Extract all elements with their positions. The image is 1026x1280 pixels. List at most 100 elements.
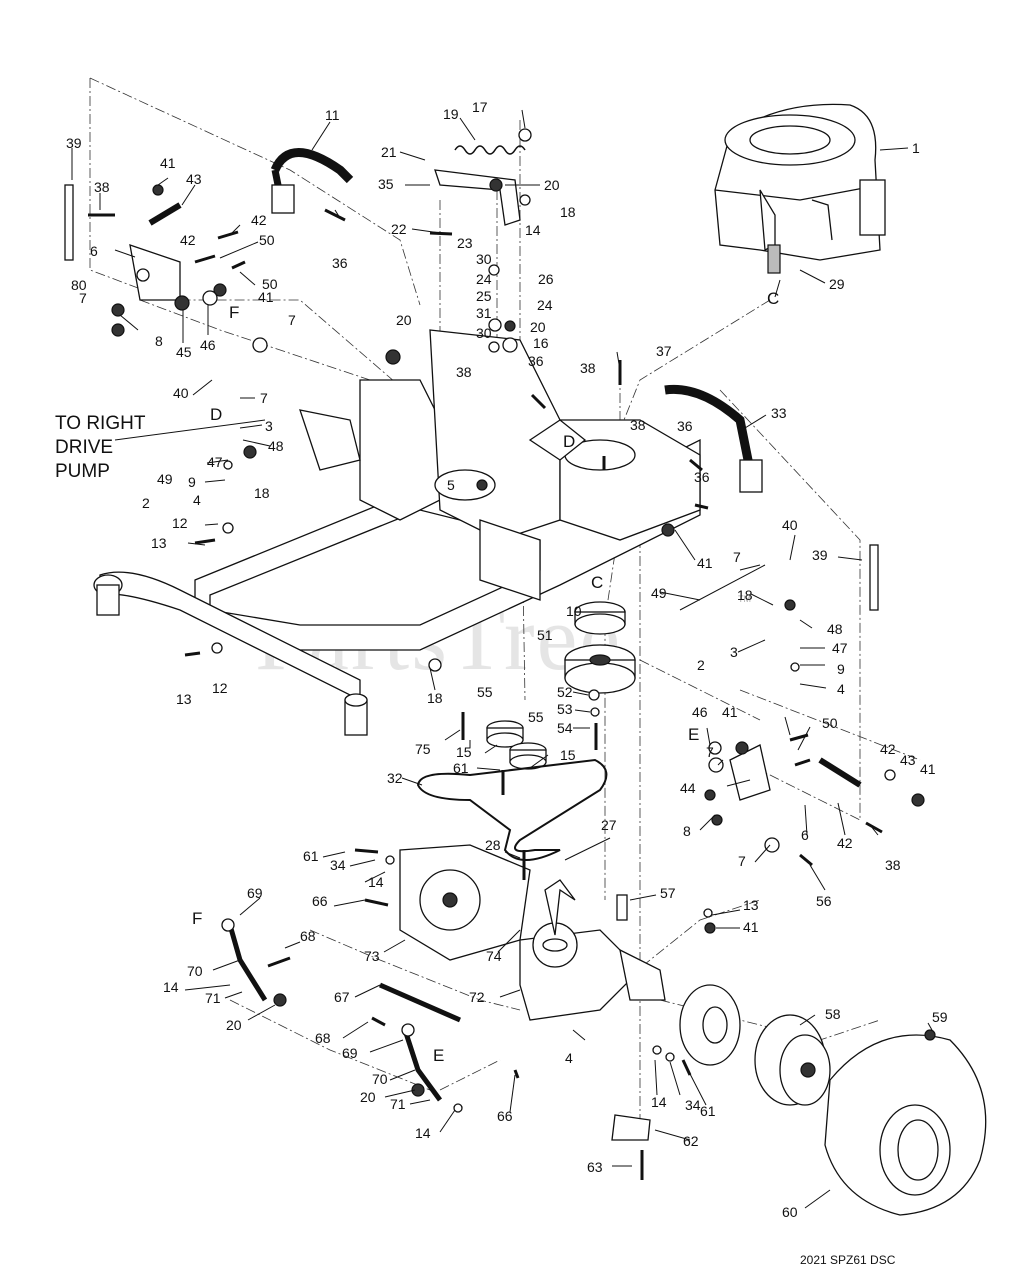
callout-39: 39 (812, 547, 828, 563)
callout-75: 75 (415, 741, 431, 757)
callout-51: 51 (537, 627, 553, 643)
callout-47: 47 (832, 640, 848, 656)
callout-18: 18 (737, 587, 753, 603)
callout-18: 18 (254, 485, 270, 501)
callout-70: 70 (187, 963, 203, 979)
callout-4: 4 (565, 1050, 573, 1066)
callout-48: 48 (827, 621, 843, 637)
ref-letter-e-bottom: E (433, 1046, 444, 1065)
callout-74: 74 (486, 948, 502, 964)
callout-22: 22 (391, 221, 407, 237)
callout-30: 30 (476, 325, 492, 341)
callout-72: 72 (469, 989, 485, 1005)
callout-13: 13 (743, 897, 759, 913)
callout-17: 17 (472, 99, 488, 115)
callout-26: 26 (538, 271, 554, 287)
callout-8: 8 (155, 333, 163, 349)
callout-14: 14 (163, 979, 179, 995)
callout-36: 36 (677, 418, 693, 434)
callout-48: 48 (268, 438, 284, 454)
note-line-3: PUMP (55, 461, 110, 482)
callout-43: 43 (186, 171, 202, 187)
callout-60: 60 (782, 1204, 798, 1220)
ref-letter-f-top: F (229, 303, 239, 322)
callout-71: 71 (390, 1096, 406, 1112)
callout-18: 18 (560, 204, 576, 220)
callout-38: 38 (885, 857, 901, 873)
callout-70: 70 (372, 1071, 388, 1087)
callout-56: 56 (816, 893, 832, 909)
callout-6: 6 (90, 243, 98, 259)
callout-14: 14 (651, 1094, 667, 1110)
callout-71: 71 (205, 990, 221, 1006)
callout-38: 38 (630, 417, 646, 433)
callout-21: 21 (381, 144, 397, 160)
callout-61: 61 (700, 1103, 716, 1119)
callout-11: 11 (325, 107, 340, 123)
fasteners (111, 128, 936, 1113)
callout-59: 59 (932, 1009, 948, 1025)
callout-5: 5 (447, 477, 455, 493)
callout-20: 20 (360, 1089, 376, 1105)
callout-14: 14 (525, 222, 541, 238)
callout-80: 80 (71, 277, 87, 293)
ref-letter-d-left: D (210, 405, 222, 424)
callout-28: 28 (485, 837, 501, 853)
callout-49: 49 (651, 585, 667, 601)
callout-13: 13 (151, 535, 167, 551)
callout-6: 6 (801, 827, 809, 843)
callout-41: 41 (258, 289, 274, 305)
callout-41: 41 (722, 704, 738, 720)
chassis-frame (93, 329, 701, 736)
callout-12: 12 (212, 680, 228, 696)
callout-20: 20 (396, 312, 412, 328)
callout-38: 38 (94, 179, 110, 195)
callout-15: 15 (560, 747, 576, 763)
callout-29: 29 (829, 276, 845, 292)
callout-63: 63 (587, 1159, 603, 1175)
control-levers (64, 148, 879, 611)
callout-7: 7 (288, 312, 296, 328)
callout-35: 35 (378, 176, 394, 192)
note-line-1: TO RIGHT (55, 413, 146, 434)
callout-55: 55 (528, 709, 544, 725)
ref-letter-c-engine: C (767, 289, 779, 308)
callout-33: 33 (771, 405, 787, 421)
callout-58: 58 (825, 1006, 841, 1022)
callout-52: 52 (557, 684, 573, 700)
callout-8: 8 (683, 823, 691, 839)
callout-20: 20 (530, 319, 546, 335)
callout-40: 40 (782, 517, 798, 533)
callout-54: 54 (557, 720, 573, 736)
callout-24: 24 (476, 271, 492, 287)
wheel-assembly (611, 984, 987, 1216)
callout-12: 12 (172, 515, 188, 531)
callout-2: 2 (697, 657, 705, 673)
ref-letter-f-bottom: F (192, 909, 202, 928)
trademark-mark: TM (738, 594, 751, 604)
callout-42: 42 (251, 212, 267, 228)
ref-letter-c-clutch: C (591, 573, 603, 592)
callout-66: 66 (312, 893, 328, 909)
callout-44: 44 (680, 780, 696, 796)
callout-19: 19 (443, 106, 459, 122)
callout-16: 16 (533, 335, 549, 351)
callout-4: 4 (193, 492, 201, 508)
callout-55: 55 (477, 684, 493, 700)
callout-7: 7 (706, 744, 714, 760)
callout-61: 61 (303, 848, 319, 864)
bolts (88, 208, 883, 1180)
callout-41: 41 (920, 761, 936, 777)
callout-36: 36 (332, 255, 348, 271)
callout-9: 9 (188, 474, 196, 490)
callout-10: 10 (566, 603, 582, 619)
diagram-code: 2021 SPZ61 DSC (800, 1253, 896, 1267)
callout-2: 2 (142, 495, 150, 511)
callout-46: 46 (200, 337, 216, 353)
callout-68: 68 (300, 928, 316, 944)
callout-1: 1 (912, 140, 920, 156)
callout-37: 37 (656, 343, 672, 359)
callout-45: 45 (176, 344, 192, 360)
callout-50: 50 (262, 276, 278, 292)
